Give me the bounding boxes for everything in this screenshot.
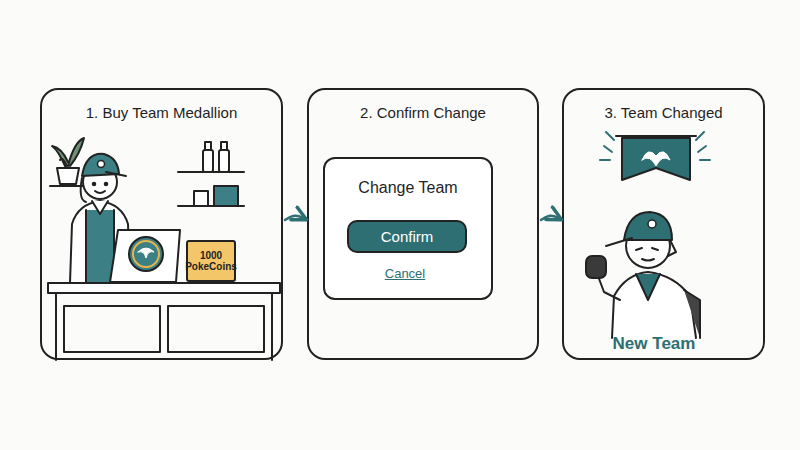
banner-rod bbox=[616, 135, 696, 137]
shop-scene bbox=[48, 138, 280, 360]
banner bbox=[622, 138, 690, 180]
shirt bbox=[636, 274, 660, 300]
cap-logo bbox=[648, 220, 656, 228]
banner-bird bbox=[642, 152, 670, 166]
eyes bbox=[636, 248, 658, 250]
bottle bbox=[203, 150, 213, 172]
bottle bbox=[219, 150, 229, 172]
cap-brim bbox=[606, 238, 632, 246]
step-panel: 3. Team Changed bbox=[562, 88, 765, 360]
step-panel: 2. Confirm ChangeChange TeamConfirm bbox=[307, 88, 539, 360]
node-text: 1. Buy Team Medallion bbox=[86, 104, 237, 121]
team-caption: New Team bbox=[613, 334, 696, 354]
cancel-link: Cancel bbox=[385, 266, 425, 281]
confirm-button: Confirm bbox=[347, 220, 467, 253]
eye bbox=[105, 183, 108, 186]
cap-logo bbox=[98, 161, 105, 168]
jar bbox=[194, 191, 208, 206]
plant-pot bbox=[57, 168, 79, 184]
counter-door bbox=[168, 306, 264, 352]
node-text: 2. Confirm Change bbox=[360, 104, 486, 121]
trainer-jacket bbox=[612, 272, 696, 338]
counter-side bbox=[56, 293, 272, 360]
plant-leaf bbox=[52, 146, 68, 168]
shine-lines bbox=[600, 132, 710, 160]
cap-brim bbox=[106, 172, 126, 176]
backpack bbox=[684, 290, 700, 338]
fist bbox=[586, 256, 606, 278]
price-tag: 1000 PokeCoins bbox=[186, 240, 236, 282]
flow-arrow bbox=[285, 216, 305, 220]
node-text: Change Team bbox=[358, 179, 457, 197]
medallion bbox=[129, 237, 163, 271]
box bbox=[214, 186, 238, 206]
counter-top bbox=[48, 283, 280, 293]
bottle-neck bbox=[221, 142, 227, 150]
collar bbox=[92, 201, 108, 214]
cap bbox=[624, 212, 672, 240]
hair bbox=[668, 240, 676, 256]
flow-arrow bbox=[541, 216, 560, 220]
step-panel: 1. Buy Team Medallion 1000 PokeCoins bbox=[40, 88, 283, 360]
bottle-neck bbox=[205, 142, 211, 150]
counter-door bbox=[64, 306, 160, 352]
medallion-bird bbox=[138, 248, 154, 258]
smile bbox=[95, 191, 105, 193]
node-text: 3. Team Changed bbox=[604, 104, 722, 121]
trainer-scene bbox=[586, 132, 710, 338]
grin bbox=[642, 259, 654, 261]
plant-leaf bbox=[68, 138, 84, 166]
plant-stem bbox=[60, 159, 67, 166]
medallion-ring bbox=[133, 241, 159, 267]
eye bbox=[93, 183, 96, 186]
node-text: 1000 PokeCoins bbox=[185, 250, 237, 273]
tablet bbox=[110, 230, 180, 282]
apron bbox=[86, 210, 114, 283]
node-text: Confirm bbox=[381, 228, 434, 245]
raised-arm bbox=[598, 276, 620, 300]
